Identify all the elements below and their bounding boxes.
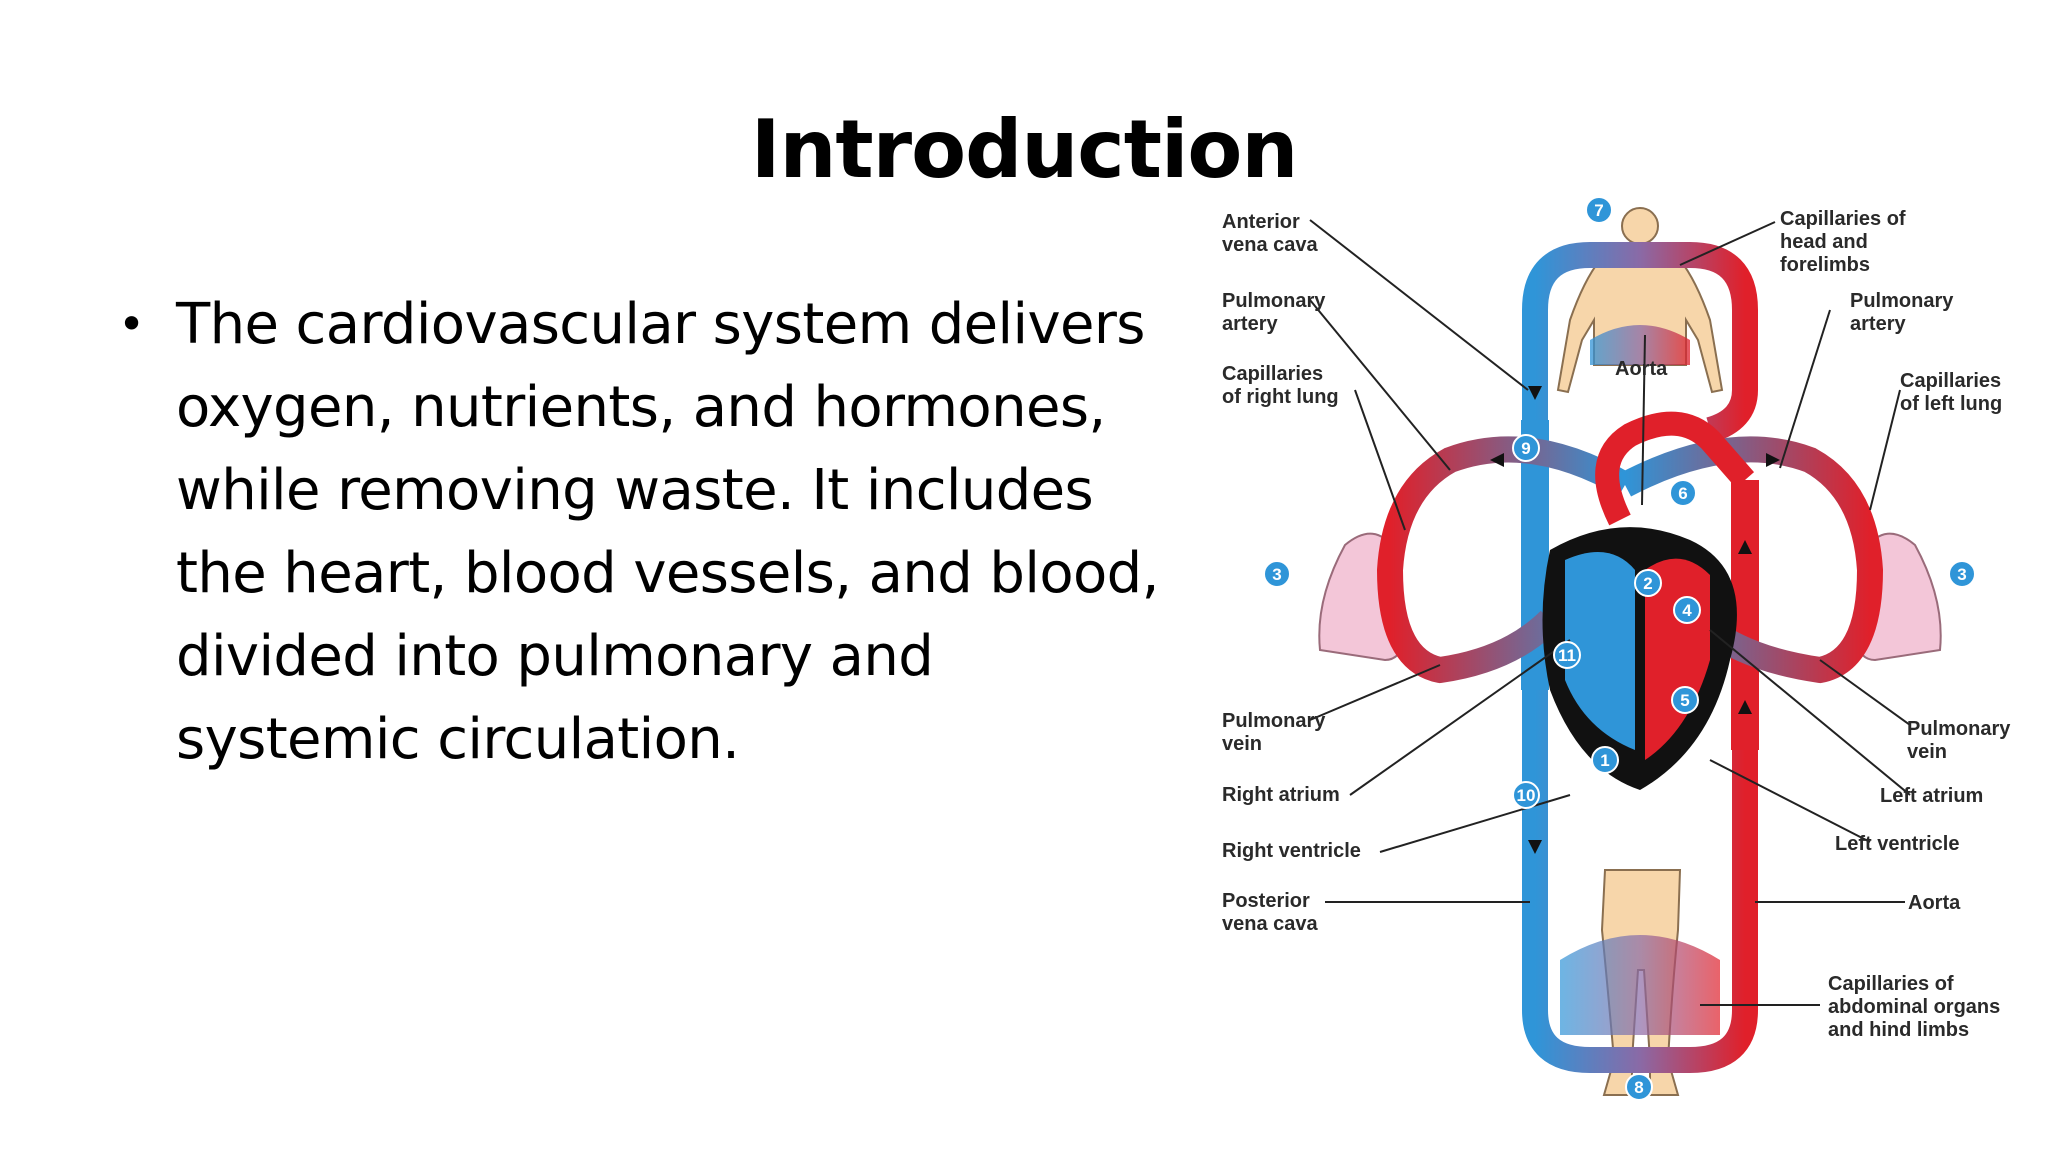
step-marker: 9 [1512,434,1540,462]
bullet-item: • The cardiovascular system delivers oxy… [110,283,1170,781]
bullet-text: The cardiovascular system delivers oxyge… [176,292,1159,772]
bullet-list: • The cardiovascular system delivers oxy… [110,283,1170,781]
flow-arrows [1490,386,1780,854]
step-marker: 2 [1634,569,1662,597]
bullet-dot-icon: • [118,297,145,351]
step-marker: 11 [1553,641,1581,669]
left-pulmonary-loop [1618,436,1884,684]
step-marker: 4 [1673,596,1701,624]
label-aorta-top: Aorta [1615,358,1668,380]
label-left-atrium: Left atrium [1880,785,1983,807]
lower-capillary-loop [1522,490,1758,1073]
svg-text:3: 3 [1272,565,1281,584]
step-marker: 5 [1671,686,1699,714]
label-left-ventricle: Left ventricle [1835,833,1959,855]
head-capillary-loop [1522,242,1758,443]
heart [1542,527,1737,790]
step-marker: 8 [1625,1073,1653,1101]
step-marker: 10 [1512,781,1540,809]
step-marker: 1 [1591,746,1619,774]
svg-text:10: 10 [1517,786,1536,805]
svg-text:1: 1 [1600,751,1609,770]
leader-lines [1309,219,1911,1006]
label-aorta-bottom: Aorta [1908,892,1961,914]
svg-text:11: 11 [1558,646,1576,665]
svg-text:2: 2 [1643,574,1652,593]
step-marker: 7 [1585,196,1613,224]
step-marker: 6 [1669,479,1697,507]
svg-text:4: 4 [1682,601,1692,620]
svg-text:8: 8 [1634,1078,1643,1097]
label-right-atrium: Right atrium [1222,784,1340,806]
aortic-arch [1595,411,1755,526]
label-right-ventricle: Right ventricle [1222,840,1361,862]
step-marker: 3 [1263,560,1291,588]
slide-title: Introduction [750,103,1299,196]
svg-text:6: 6 [1678,484,1687,503]
step-marker: 3 [1948,560,1976,588]
svg-text:3: 3 [1957,565,1966,584]
svg-text:5: 5 [1680,691,1689,710]
step-markers: 1 2 3 3 4 5 6 7 8 9 10 11 [1263,196,1976,1101]
svg-text:9: 9 [1521,439,1530,458]
svg-text:7: 7 [1594,201,1603,220]
